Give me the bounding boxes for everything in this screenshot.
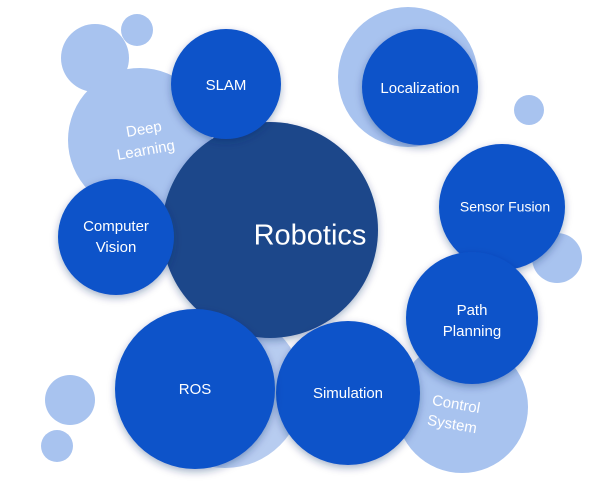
node-label-ros: ROS [179,381,212,398]
bubble [45,375,95,425]
node-path-planning: Path Planning [406,252,538,384]
node-sensor-fusion: Sensor Fusion [439,144,565,270]
node-label-path-planning-line2: Planning [443,323,501,340]
center-label: Robotics [254,220,367,252]
center-circle [162,122,378,338]
node-computer-vision: Computer Vision [58,179,174,295]
bubble [121,14,153,46]
node-circle [439,144,565,270]
node-circle [115,309,275,469]
node-label-simulation: Simulation [313,385,383,402]
node-label-sensor-fusion: Sensor Fusion [460,199,550,215]
node-label-computer-vision-line1: Computer [83,218,149,235]
node-slam: SLAM [171,29,281,139]
node-label-path-planning-line1: Path [457,302,488,319]
node-ros: ROS [115,309,275,469]
node-circle [58,179,174,295]
bubble [41,430,73,462]
center-node: Robotics [162,122,378,338]
node-circle [171,29,281,139]
node-label-slam: SLAM [206,77,247,94]
node-simulation: Simulation [276,321,420,465]
node-circle [406,252,538,384]
node-label-computer-vision-line2: Vision [96,239,137,256]
node-circle [362,29,478,145]
bubble [514,95,544,125]
deep-learning-line1: Deep [125,118,163,141]
node-localization: Localization [362,29,478,145]
node-label-localization: Localization [380,80,459,97]
node-circle [276,321,420,465]
